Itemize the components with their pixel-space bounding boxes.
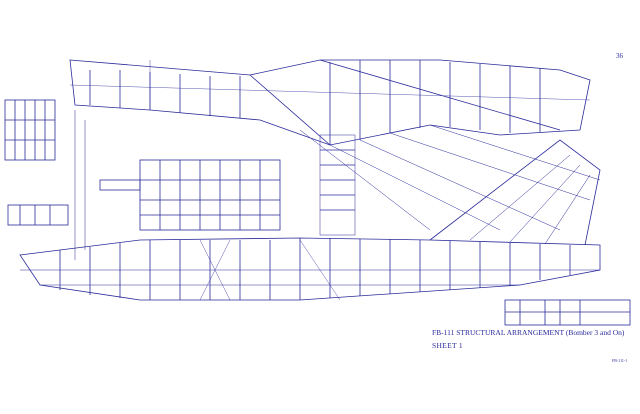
left-detail-views (4, 99, 141, 260)
drawing-title: FB-111 STRUCTURAL ARRANGEMENT (Bomber 3 … (432, 328, 625, 337)
title-block (504, 299, 631, 326)
page-number: 36 (616, 52, 623, 60)
figure-code: FB-111-1 (612, 358, 628, 363)
side-view-fuselage (19, 237, 601, 301)
sheet-label: SHEET 1 (432, 341, 463, 350)
center-detail-view (139, 134, 356, 236)
vertical-tail (429, 139, 601, 246)
upper-fuselage-view (69, 59, 601, 231)
